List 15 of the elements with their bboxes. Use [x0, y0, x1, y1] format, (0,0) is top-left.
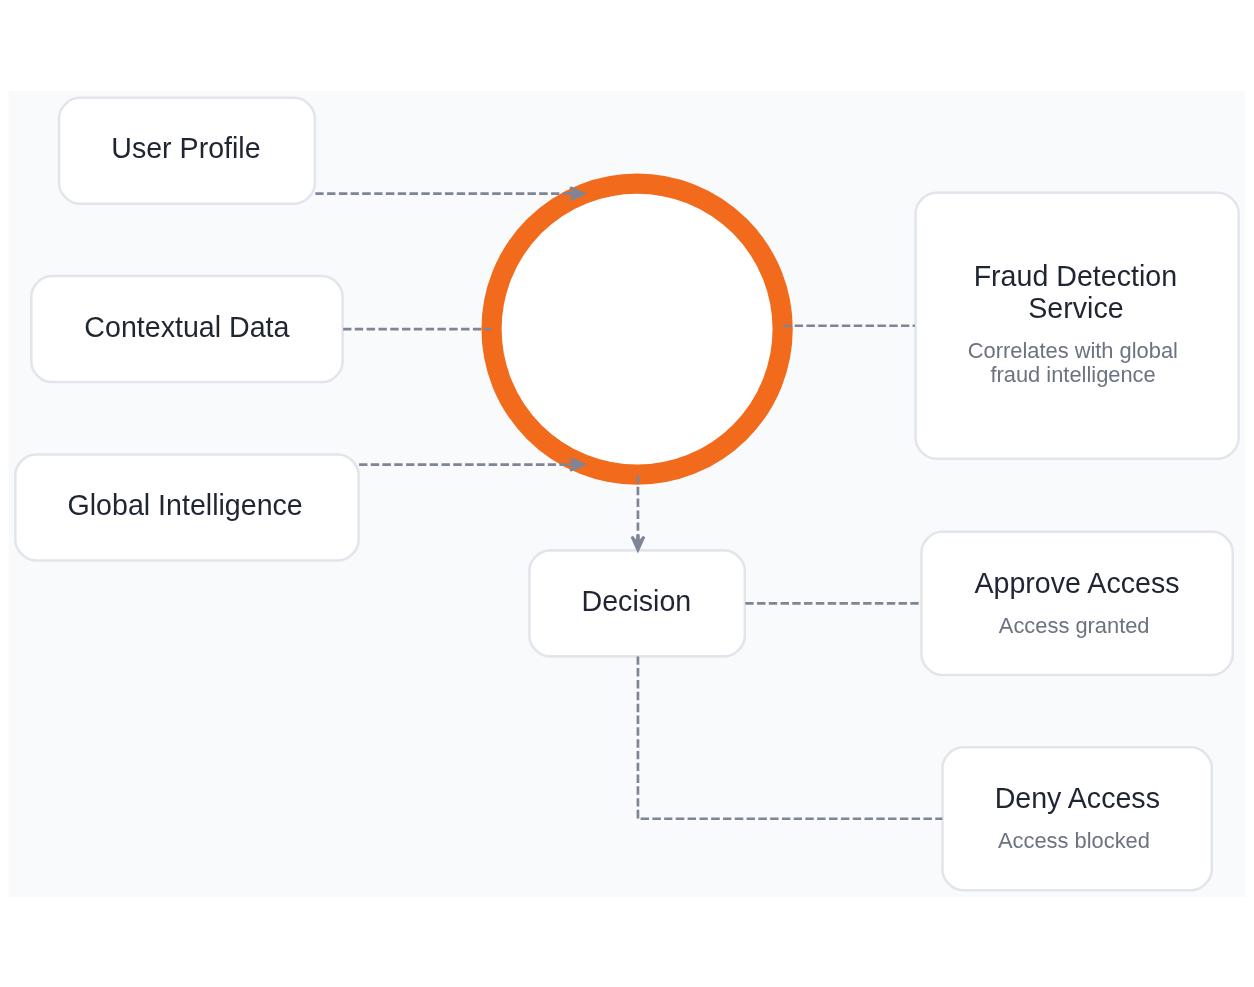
node-box: User Profile [57, 95, 317, 205]
arrow [359, 456, 585, 472]
node-box: Approve Access Access granted [920, 530, 1234, 676]
connector [745, 601, 922, 605]
node-box: Contextual Data [30, 274, 344, 383]
arrow [315, 185, 585, 201]
node-box: Fraud Detection Service Correlates with global fraud intelligence [914, 191, 1240, 460]
node-box: Deny Access Access blocked [941, 745, 1213, 892]
node-circle [481, 172, 793, 485]
node-box: Decision [528, 548, 747, 658]
arrow [630, 474, 646, 551]
node-box: Global Intelligence [14, 452, 360, 562]
connector [343, 327, 492, 330]
connector [783, 323, 915, 327]
connector [636, 656, 943, 820]
